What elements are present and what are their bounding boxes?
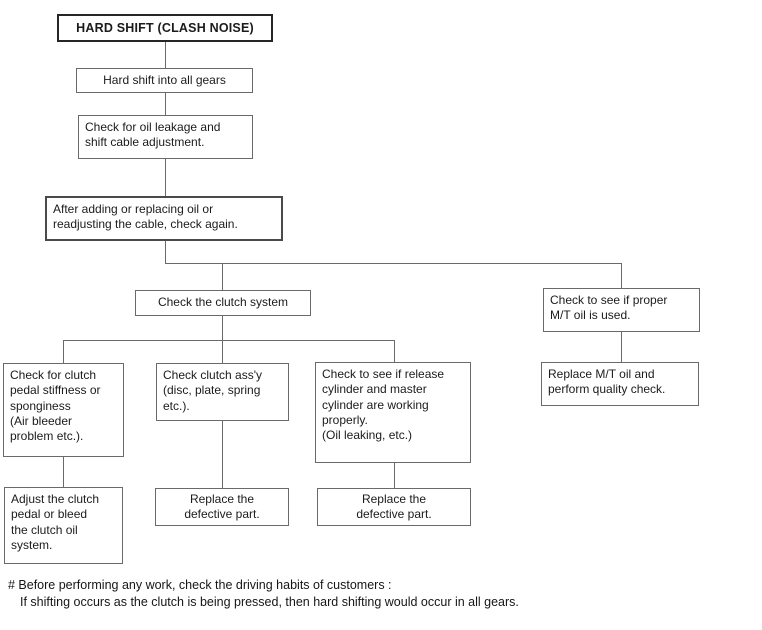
connector-assy-to-replace bbox=[222, 421, 223, 488]
flow-node-adjust-clutch-pedal: Adjust the clutch pedal or bleed the clu… bbox=[4, 487, 123, 564]
connector-branch-top bbox=[165, 263, 622, 264]
connector-to-mt-oil-check bbox=[621, 263, 622, 288]
flow-node-check-oil-leakage: Check for oil leakage and shift cable ad… bbox=[78, 115, 253, 159]
flow-node-replace-defective-right: Replace the defective part. bbox=[317, 488, 471, 526]
flow-node-check-clutch-pedal: Check for clutch pedal stiffness or spon… bbox=[3, 363, 124, 457]
connector-root-to-symptom bbox=[165, 42, 166, 68]
connector-to-clutch-system bbox=[222, 263, 223, 290]
connector-check-oil-to-after-adding bbox=[165, 159, 166, 196]
footnote-line-2: If shifting occurs as the clutch is bein… bbox=[20, 595, 519, 609]
flow-node-check-release-cylinder: Check to see if release cylinder and mas… bbox=[315, 362, 471, 463]
flow-node-replace-mt-oil: Replace M/T oil and perform quality chec… bbox=[541, 362, 699, 406]
flow-node-check-clutch-assy: Check clutch ass'y (disc, plate, spring … bbox=[156, 363, 289, 421]
connector-to-clutch-pedal bbox=[63, 340, 64, 363]
connector-pedal-to-adjust bbox=[63, 457, 64, 487]
footnote-line-1: # Before performing any work, check the … bbox=[8, 578, 392, 592]
flow-node-symptom: Hard shift into all gears bbox=[76, 68, 253, 93]
flow-node-after-adding-oil: After adding or replacing oil or readjus… bbox=[45, 196, 283, 241]
connector-cylinder-to-replace bbox=[394, 463, 395, 488]
connector-to-release-cylinder bbox=[394, 340, 395, 362]
connector-mt-oil-to-replace bbox=[621, 332, 622, 362]
flow-node-check-mt-oil: Check to see if proper M/T oil is used. bbox=[543, 288, 700, 332]
connector-symptom-to-check-oil bbox=[165, 93, 166, 115]
connector-clutch-system-down bbox=[222, 316, 223, 363]
flow-node-check-clutch-system: Check the clutch system bbox=[135, 290, 311, 316]
flow-node-replace-defective-left: Replace the defective part. bbox=[155, 488, 289, 526]
flow-node-title-hard-shift: HARD SHIFT (CLASH NOISE) bbox=[57, 14, 273, 42]
connector-after-adding-down bbox=[165, 241, 166, 263]
connector-branch-clutch bbox=[63, 340, 395, 341]
